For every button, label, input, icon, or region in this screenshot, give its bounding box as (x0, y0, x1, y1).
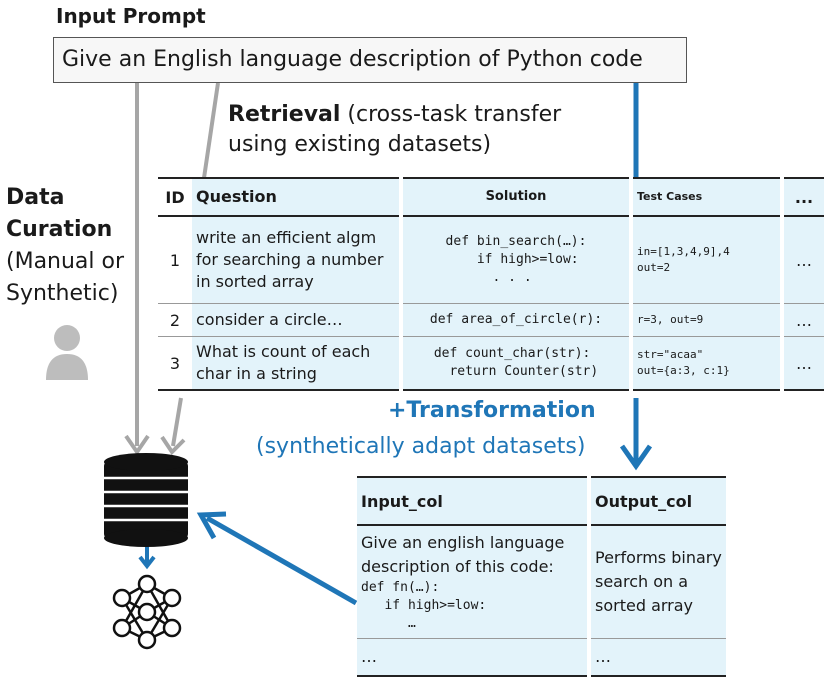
row-id: 2 (169, 310, 181, 330)
test-case-code: r=3, out=9 (637, 313, 704, 326)
row-more: … (780, 336, 824, 390)
header-output-col: Output_col (587, 477, 726, 525)
solution-code: def bin_search(…): if high>=low: . . . (445, 234, 587, 285)
retrieval-label: Retrieval (cross-task transfer using exi… (228, 100, 561, 160)
row-more: … (780, 303, 824, 337)
curation-line-4: Synthetic) (6, 281, 119, 306)
row-test-cases: str="acaa" out={a:3, c:1} (629, 336, 782, 390)
input-text: Give an english language description of … (361, 533, 565, 576)
curation-line-2: Curation (6, 217, 113, 242)
solution-code: def area_of_circle(r): (429, 312, 603, 327)
curation-line-1: Data (6, 185, 65, 210)
row-test-cases: r=3, out=9 (629, 303, 782, 337)
row-id: 1 (169, 250, 181, 270)
neural-network-icon (112, 574, 182, 650)
transform-table-header: Input_col Output_col (357, 477, 726, 525)
header-solution: Solution (399, 178, 631, 216)
row-input: Give an english language description of … (357, 525, 589, 639)
table-row: 3 What is count of each char in a string… (158, 336, 824, 390)
row-test-cases: in=[1,3,4,9],4 out=2 (629, 216, 782, 304)
input-code: def fn(…): if high>=low: … (361, 580, 487, 631)
test-case-code: in=[1,3,4,9],4 out=2 (637, 245, 730, 274)
row-question: write an efficient algm for searching a … (192, 216, 401, 304)
database-icon (104, 453, 188, 547)
curation-line-3: (Manual or (6, 249, 125, 274)
retrieval-table-header: ID Question Solution Test Cases ... (158, 178, 824, 216)
transformation-subtitle: (synthetically adapt datasets) (256, 434, 586, 459)
transformation-title: +Transformation (388, 398, 596, 423)
table-row: 1 write an efficient algm for searching … (158, 216, 824, 304)
transformation-table: Input_col Output_col Give an english lan… (357, 476, 726, 677)
row-output: Performs binary search on a sorted array (587, 525, 726, 639)
retrieval-to-transform-arrowhead (619, 444, 653, 471)
header-test-cases: Test Cases (629, 178, 782, 216)
table-to-db-arrowhead (160, 435, 186, 456)
test-case-code: str="acaa" out={a:3, c:1} (637, 348, 730, 377)
retrieval-table: ID Question Solution Test Cases ... 1 wr… (158, 177, 824, 391)
transform-to-db-arrow (205, 515, 358, 606)
row-question: consider a circle… (192, 303, 401, 337)
retrieval-subtitle-2: using existing datasets) (228, 132, 492, 157)
table-row: 2 consider a circle… def area_of_circle(… (158, 303, 824, 337)
header-input-col: Input_col (357, 477, 589, 525)
header-question: Question (192, 178, 401, 216)
row-question: What is count of each char in a string (192, 336, 401, 390)
transform-to-db-arrowhead (196, 511, 227, 540)
prompt-to-table-line (202, 82, 220, 179)
data-curation-label: Data Curation (Manual or Synthetic) (6, 182, 124, 310)
row-input: … (357, 638, 589, 677)
row-solution: def bin_search(…): if high>=low: . . . (399, 216, 631, 304)
row-solution: def area_of_circle(r): (399, 303, 631, 337)
prompt-to-db-arrowhead (124, 434, 150, 456)
row-id: 3 (169, 353, 181, 373)
solution-code: def count_char(str): return Counter(str) (433, 346, 599, 379)
table-row: … … (357, 638, 726, 677)
retrieval-subtitle-1: (cross-task transfer (340, 102, 562, 127)
header-more: ... (780, 178, 824, 216)
table-to-db-arrow (171, 397, 183, 447)
input-prompt-label: Input Prompt (56, 4, 206, 28)
retrieval-title: Retrieval (228, 102, 341, 127)
db-to-model-arrowhead (138, 555, 156, 570)
person-icon (46, 325, 88, 380)
row-more: … (780, 216, 824, 304)
input-prompt-box: Give an English language description of … (53, 37, 687, 83)
row-output: … (587, 638, 726, 677)
row-solution: def count_char(str): return Counter(str) (399, 336, 631, 390)
table-row: Give an english language description of … (357, 525, 726, 639)
header-id: ID (165, 187, 185, 207)
